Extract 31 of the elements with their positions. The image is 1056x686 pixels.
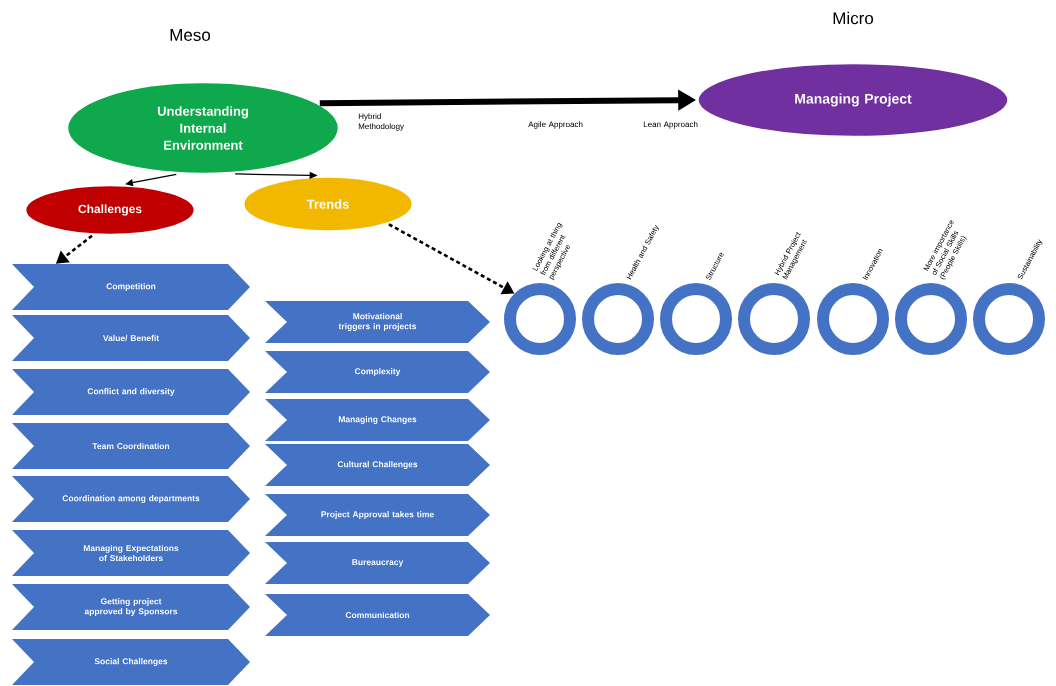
chevron-box: Managing Expectations of Stakeholders bbox=[12, 530, 250, 576]
chevron-box: Motivational triggers in projects bbox=[265, 301, 490, 343]
approach-label: Hybrid Methodology bbox=[358, 113, 404, 131]
ring bbox=[660, 283, 732, 355]
chevron-box: Social Challenges bbox=[12, 639, 250, 685]
chevron-box: Communication bbox=[265, 594, 490, 636]
ring bbox=[582, 283, 654, 355]
approach-label: Agile Approach bbox=[528, 121, 583, 129]
ellipse-node: Understanding Internal Environment bbox=[65, 80, 341, 176]
level-label: Meso bbox=[170, 29, 211, 41]
arrow bbox=[125, 173, 177, 187]
chevron-box: Complexity bbox=[265, 351, 490, 393]
chevron-box: Project Approval takes time bbox=[265, 494, 490, 536]
chevron-box: Competition bbox=[12, 264, 250, 310]
chevron-box: Getting project approved by Sponsors bbox=[12, 584, 250, 630]
ellipse-node: Challenges bbox=[23, 183, 197, 237]
ring bbox=[973, 283, 1045, 355]
chevron-box: Value/ Benefit bbox=[12, 315, 250, 361]
chevron-box: Conflict and diversity bbox=[12, 369, 250, 415]
ring bbox=[738, 283, 810, 355]
chevron-box: Managing Changes bbox=[265, 399, 490, 441]
level-label: Micro bbox=[833, 11, 874, 25]
ring bbox=[817, 283, 889, 355]
chevron-box: Bureaucracy bbox=[265, 542, 490, 584]
approach-label: Lean Approach bbox=[643, 121, 698, 129]
chevron-box: Team Coordination bbox=[12, 423, 250, 469]
ellipse-node: Trends bbox=[241, 175, 415, 233]
chevron-box: Coordination among departments bbox=[12, 476, 250, 522]
chevron-box: Cultural Challenges bbox=[265, 444, 490, 486]
ring bbox=[504, 283, 576, 355]
ring bbox=[895, 283, 967, 355]
